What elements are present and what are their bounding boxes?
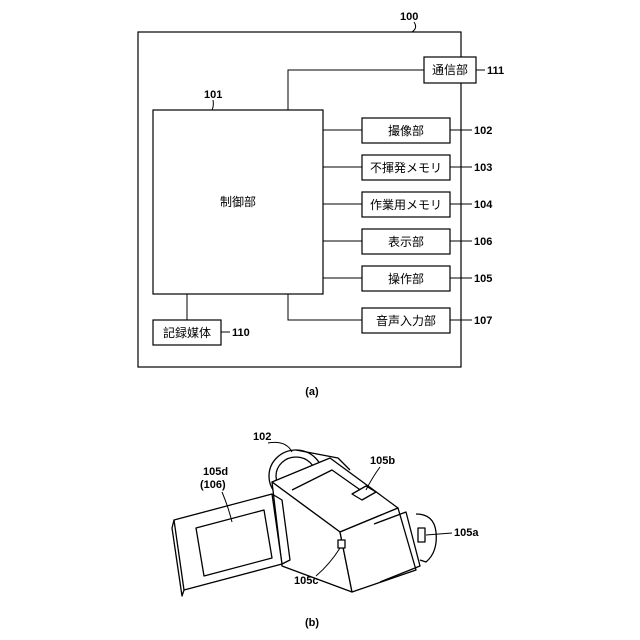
work-memory-label: 作業用メモリ — [370, 198, 442, 212]
top-button-ref: 105b — [370, 455, 395, 467]
operation-unit-label: 操作部 — [388, 271, 424, 286]
display-unit-label: 表示部 — [388, 234, 424, 249]
camera-body — [272, 458, 420, 592]
camcorder-drawing: 102 105d (106) 105b 105a 105c (b) — [172, 431, 479, 629]
nonvolatile-memory-ref: 103 — [474, 162, 492, 174]
display-ref-line1: 105d — [203, 466, 228, 478]
body-button-105c — [338, 540, 345, 548]
communication-ref: 111 — [487, 65, 504, 77]
device-leader — [412, 22, 416, 32]
body-button-ref: 105c — [294, 575, 318, 587]
nonvolatile-memory-label: 不揮発メモリ — [370, 161, 442, 175]
caption-a: (a) — [305, 386, 319, 398]
display-unit-ref: 106 — [474, 236, 492, 248]
device-ref: 100 — [400, 11, 418, 23]
lens-ref: 102 — [253, 431, 271, 443]
side-ref: 105a — [454, 527, 479, 539]
side-grip — [416, 514, 436, 562]
communication-label: 通信部 — [432, 62, 468, 77]
flip-display — [172, 494, 290, 596]
recording-medium-label: 記録媒体 — [163, 325, 211, 340]
caption-b: (b) — [305, 617, 319, 629]
top-button-leader — [366, 467, 380, 490]
work-memory-ref: 104 — [474, 199, 493, 211]
recording-medium-ref: 110 — [232, 327, 250, 339]
controller-label: 制御部 — [220, 194, 256, 209]
block-diagram: 100 制御部 101 通信部 111 記録媒体 110 撮像部 102 不揮発… — [138, 11, 504, 398]
imaging-unit-ref: 102 — [474, 125, 492, 137]
audio-input-ref: 107 — [474, 315, 492, 327]
display-ref-line2: (106) — [200, 479, 226, 491]
imaging-unit-label: 撮像部 — [388, 123, 424, 138]
controller-ref: 101 — [204, 89, 222, 101]
side-button-105a — [418, 528, 425, 542]
operation-unit-ref: 105 — [474, 273, 492, 285]
audio-input-label: 音声入力部 — [376, 313, 436, 328]
